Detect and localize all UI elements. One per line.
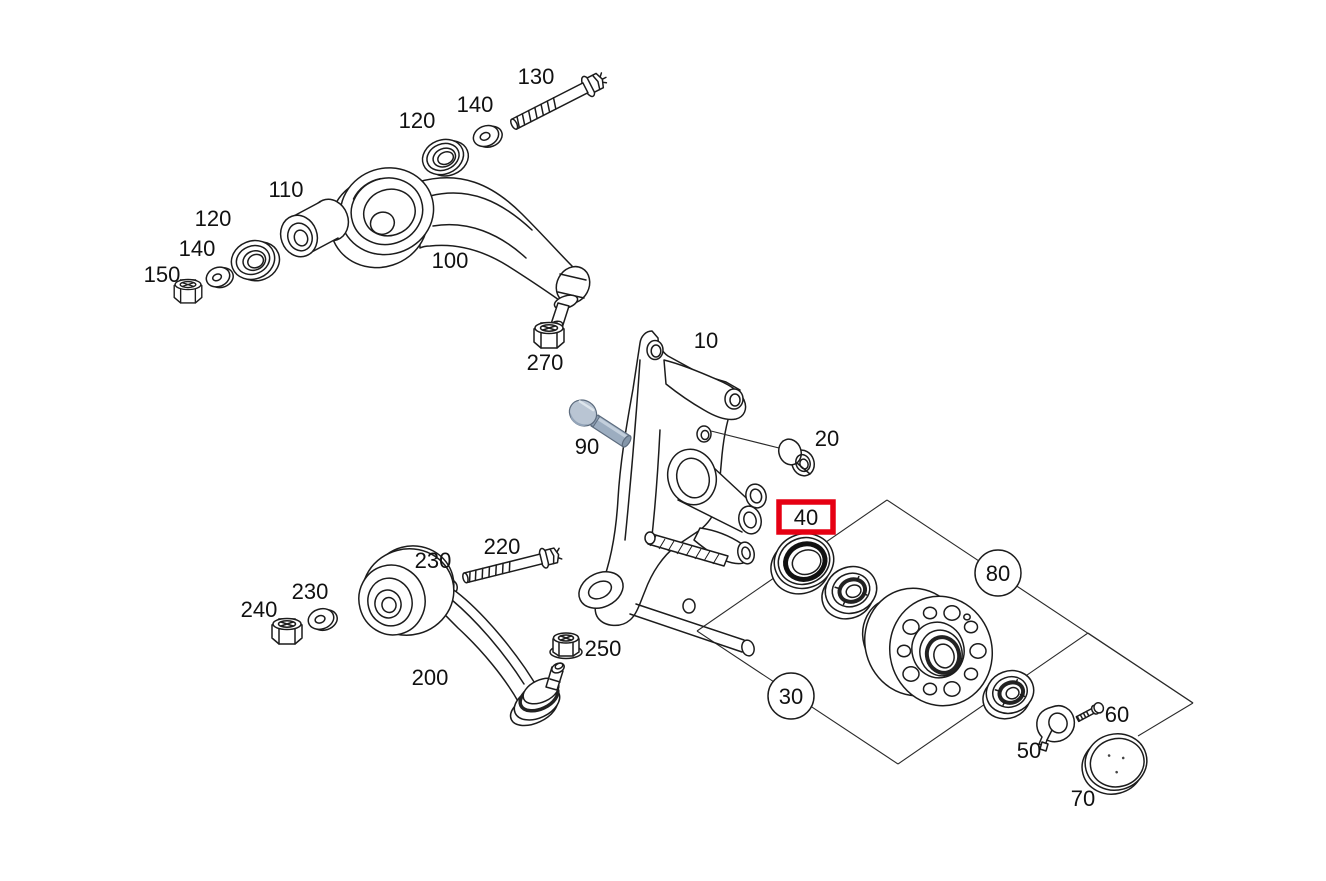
nut-270-drawing — [533, 321, 565, 349]
callout-150[interactable]: 150 — [144, 262, 181, 287]
callout-110[interactable]: 110 — [268, 177, 303, 202]
nut-250-drawing — [549, 632, 583, 660]
ring-120-left-drawing — [230, 239, 281, 282]
clamp-50-drawing — [1036, 705, 1076, 752]
callout-270[interactable]: 270 — [527, 350, 564, 375]
washer-230-left-drawing — [307, 607, 338, 632]
hub-bolt-holes — [896, 605, 987, 697]
callout-80-label[interactable]: 80 — [986, 561, 1010, 586]
screw-60-drawing — [1075, 702, 1105, 723]
bushing-110-drawing — [279, 198, 350, 258]
callout-140-top[interactable]: 140 — [457, 92, 494, 117]
callout-250[interactable]: 250 — [585, 636, 622, 661]
bolt-220-drawing — [462, 547, 563, 584]
wheel-hub-group-drawing — [770, 532, 1148, 795]
callout-50[interactable]: 50 — [1017, 738, 1041, 763]
lower-arm-bushing-drawing — [358, 545, 455, 636]
callout-40-label[interactable]: 40 — [794, 505, 818, 530]
callout-200[interactable]: 200 — [412, 665, 449, 690]
steering-knuckle-drawing — [578, 330, 784, 657]
bushing-20-drawing — [777, 438, 816, 477]
lower-arm-ball-joint-drawing — [509, 662, 565, 727]
callout-labels: 130 140 120 110 120 140 150 100 270 10 9… — [144, 64, 1130, 811]
callout-230-left[interactable]: 230 — [292, 579, 329, 604]
callout-60[interactable]: 60 — [1105, 702, 1129, 727]
bolt-130-drawing — [509, 72, 608, 130]
bearing-outer-drawing — [982, 669, 1035, 720]
callout-100[interactable]: 100 — [432, 248, 469, 273]
knuckle-spindle-drawing — [666, 448, 762, 535]
callout-10[interactable]: 10 — [694, 328, 718, 353]
arm-bushing-housing-drawing — [329, 167, 435, 269]
callout-30-label[interactable]: 30 — [779, 684, 803, 709]
ring-120-top-drawing — [421, 138, 470, 177]
dust-cap-70-drawing — [1081, 733, 1148, 795]
callout-20[interactable]: 20 — [815, 426, 839, 451]
nut-240-drawing — [271, 617, 303, 645]
lower-control-arm-drawing — [271, 545, 583, 727]
callout-130[interactable]: 130 — [518, 64, 555, 89]
bearing-inner-drawing — [821, 565, 878, 620]
washer-140-left-drawing — [205, 266, 234, 289]
callout-120-top[interactable]: 120 — [399, 108, 436, 133]
seal-ring-40-drawing — [770, 532, 835, 595]
callout-120-left[interactable]: 120 — [195, 206, 232, 231]
bolt-90-drawing — [568, 399, 632, 448]
callout-box-40-highlighted[interactable]: 40 — [776, 499, 836, 535]
callout-230-right[interactable]: 230 — [415, 548, 452, 573]
arm-ball-joint-drawing — [548, 265, 591, 332]
callout-140-left[interactable]: 140 — [179, 236, 216, 261]
callout-220[interactable]: 220 — [484, 534, 521, 559]
callout-90[interactable]: 90 — [575, 434, 599, 459]
callout-circle-30[interactable]: 30 — [767, 672, 815, 720]
callout-240[interactable]: 240 — [241, 597, 278, 622]
washer-140-top-drawing — [472, 124, 503, 148]
upper-control-arm-drawing — [173, 72, 608, 349]
callout-circle-80[interactable]: 80 — [974, 549, 1022, 597]
callout-70[interactable]: 70 — [1071, 786, 1095, 811]
wheel-hub-flange-drawing — [861, 587, 994, 707]
nut-150-drawing — [173, 278, 203, 304]
